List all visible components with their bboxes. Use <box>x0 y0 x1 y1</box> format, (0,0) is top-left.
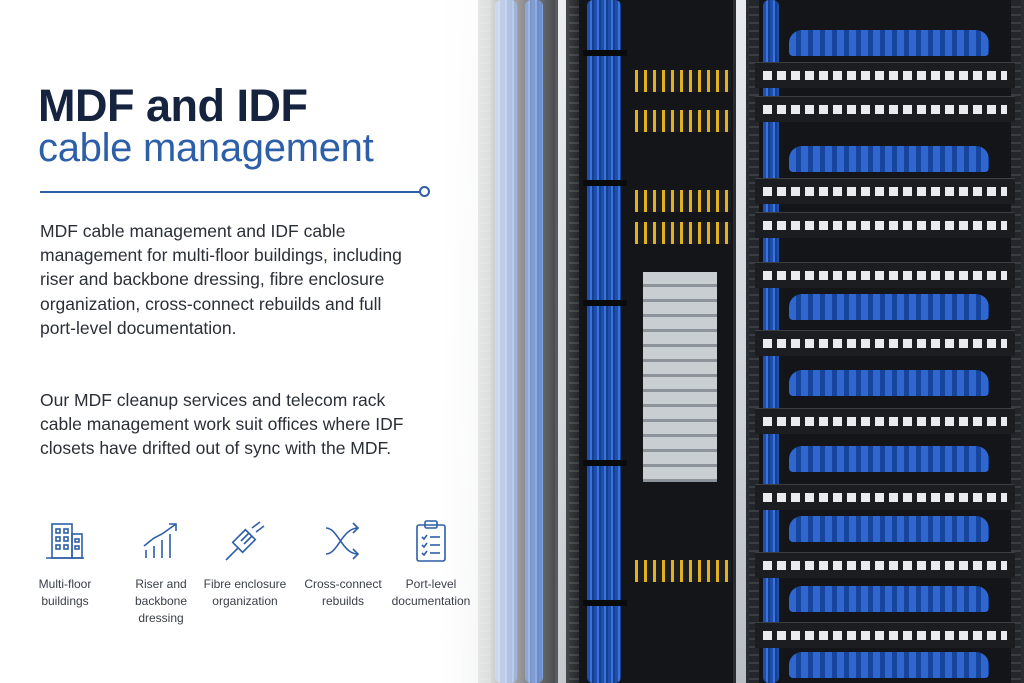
clipboard-icon <box>408 518 454 564</box>
rack-right <box>746 0 1024 683</box>
rack-middle <box>566 0 736 683</box>
title-divider <box>40 191 421 193</box>
cross-arrows-icon <box>320 518 366 564</box>
feature-multi-floor: Multi-floor buildings <box>20 518 110 610</box>
content-panel <box>0 0 470 683</box>
feature-list: Multi-floor buildings Riser and backbone… <box>20 518 480 628</box>
fibre-cable-icon <box>222 518 268 564</box>
chart-up-icon <box>138 518 184 564</box>
building-icon <box>42 518 88 564</box>
divider-dot <box>419 186 430 197</box>
feature-label: Multi-floor buildings <box>38 577 92 608</box>
feature-cross-connect: Cross-connect rebuilds <box>298 518 388 610</box>
page-subtitle: cable management <box>38 126 374 170</box>
feature-port-documentation: Port-level documentation <box>386 518 476 610</box>
services-paragraph: Our MDF cleanup services and telecom rac… <box>40 390 404 459</box>
feature-label: Fibre enclosure organization <box>203 577 287 608</box>
page-title: MDF and IDF <box>38 80 308 131</box>
feature-label: Port-level documentation <box>391 577 471 608</box>
feature-label: Cross-connect rebuilds <box>304 577 382 608</box>
intro-paragraph: MDF cable management and IDF cable manag… <box>40 221 402 338</box>
server-rack-photo <box>440 0 1024 683</box>
feature-label: Riser and backbone dressing <box>134 577 188 625</box>
feature-riser-backbone: Riser and backbone dressing <box>116 518 206 627</box>
feature-fibre-enclosure: Fibre enclosure organization <box>200 518 290 610</box>
